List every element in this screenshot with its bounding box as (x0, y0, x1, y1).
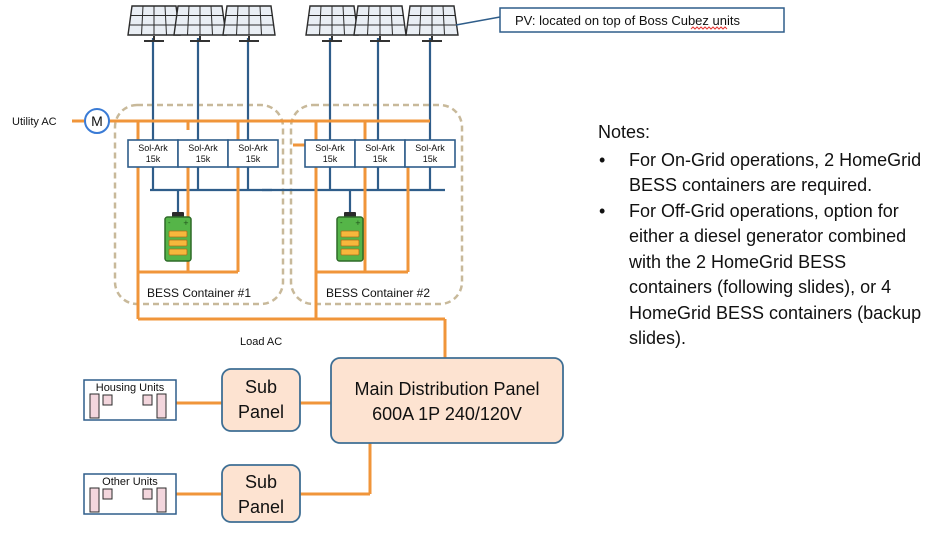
svg-text:Sol-Ark: Sol-Ark (238, 143, 268, 153)
utility-ac-label: Utility AC (12, 116, 57, 128)
battery-icon (164, 211, 192, 262)
inverter-rating: 15k (423, 154, 438, 164)
inverter-sol-ark: Sol-Ark 15k (304, 139, 356, 168)
sub-panel-line1: Sub (245, 472, 277, 492)
pv-panel-icon (405, 5, 459, 42)
svg-text:15k: 15k (373, 154, 388, 164)
sub-panel-line2: Panel (238, 497, 284, 517)
pv-callout-text: PV: located on top of Boss Cubez units (515, 13, 740, 28)
inverter-sol-ark: Sol-Ark 15k (404, 139, 456, 168)
load-ac-label: Load AC (240, 336, 282, 348)
inverter-sol-ark: Sol-Ark 15k (127, 139, 179, 168)
svg-text:Sol-Ark: Sol-Ark (138, 143, 168, 153)
svg-text:15k: 15k (246, 154, 261, 164)
pv-callout-leader (455, 16, 501, 26)
svg-text:15k: 15k (196, 154, 211, 164)
notes-list: • For On-Grid operations, 2 HomeGrid BESS… (598, 148, 928, 352)
note-text: For Off-Grid operations, option for eith… (629, 200, 922, 349)
battery-icon (336, 211, 364, 262)
note-text: For On-Grid operations, 2 HomeGrid BESS … (629, 149, 922, 196)
main-panel-rating: 600A 1P 240/120V (372, 404, 522, 424)
housing-units-label: Housing Units (96, 382, 165, 394)
note-item: • For Off-Grid operations, option for eit… (598, 199, 928, 352)
svg-text:Sol-Ark: Sol-Ark (188, 143, 218, 153)
inverter-model: Sol-Ark (315, 143, 345, 153)
inverter-rating: 15k (196, 154, 211, 164)
inverter-model: Sol-Ark (365, 143, 395, 153)
inverter-model: Sol-Ark (415, 143, 445, 153)
inverter-sol-ark: Sol-Ark 15k (177, 139, 229, 168)
inverter-rating: 15k (373, 154, 388, 164)
bullet-icon: • (599, 200, 606, 221)
dc-wiring (150, 38, 445, 212)
pv-panel-icon (127, 5, 181, 42)
pv-panel-icon (222, 5, 276, 42)
bess-container-2 (289, 103, 464, 306)
other-units-label: Other Units (102, 476, 158, 488)
notes-heading: Notes: (598, 122, 651, 142)
bess-container-2-label: BESS Container #2 (326, 286, 430, 300)
pv-panel-icon (353, 5, 407, 42)
sub-panel-housing (221, 368, 301, 432)
main-distribution-panel (330, 357, 564, 444)
sub-panel-line1: Sub (245, 377, 277, 397)
inverter-model: Sol-Ark (138, 143, 168, 153)
pv-panel-icon (305, 5, 359, 42)
bullet-icon: • (599, 149, 606, 170)
spellcheck-underline (690, 26, 728, 30)
notes-panel: Notes: • For On-Grid operations, 2 HomeGr… (598, 120, 928, 352)
inverter-model: Sol-Ark (238, 143, 268, 153)
meter-symbol: M (91, 113, 103, 129)
svg-text:15k: 15k (423, 154, 438, 164)
inverter-model: Sol-Ark (188, 143, 218, 153)
inverter-sol-ark: Sol-Ark 15k (354, 139, 406, 168)
svg-text:Sol-Ark: Sol-Ark (365, 143, 395, 153)
inverter-sol-ark: Sol-Ark 15k (227, 139, 279, 168)
inverter-rating: 15k (246, 154, 261, 164)
bess-container-1-label: BESS Container #1 (147, 286, 251, 300)
pv-callout-box (499, 7, 785, 33)
main-panel-title: Main Distribution Panel (354, 379, 539, 399)
svg-text:15k: 15k (323, 154, 338, 164)
inverter-rating: 15k (323, 154, 338, 164)
sub-panel-line2: Panel (238, 402, 284, 422)
svg-text:Sol-Ark: Sol-Ark (315, 143, 345, 153)
meter-icon (84, 108, 110, 134)
svg-text:Sol-Ark: Sol-Ark (415, 143, 445, 153)
pv-panel-icon (173, 5, 227, 42)
inverter-rating: 15k (146, 154, 161, 164)
note-item: • For On-Grid operations, 2 HomeGrid BESS… (598, 148, 928, 199)
svg-text:15k: 15k (146, 154, 161, 164)
sub-panel-other (221, 464, 301, 523)
